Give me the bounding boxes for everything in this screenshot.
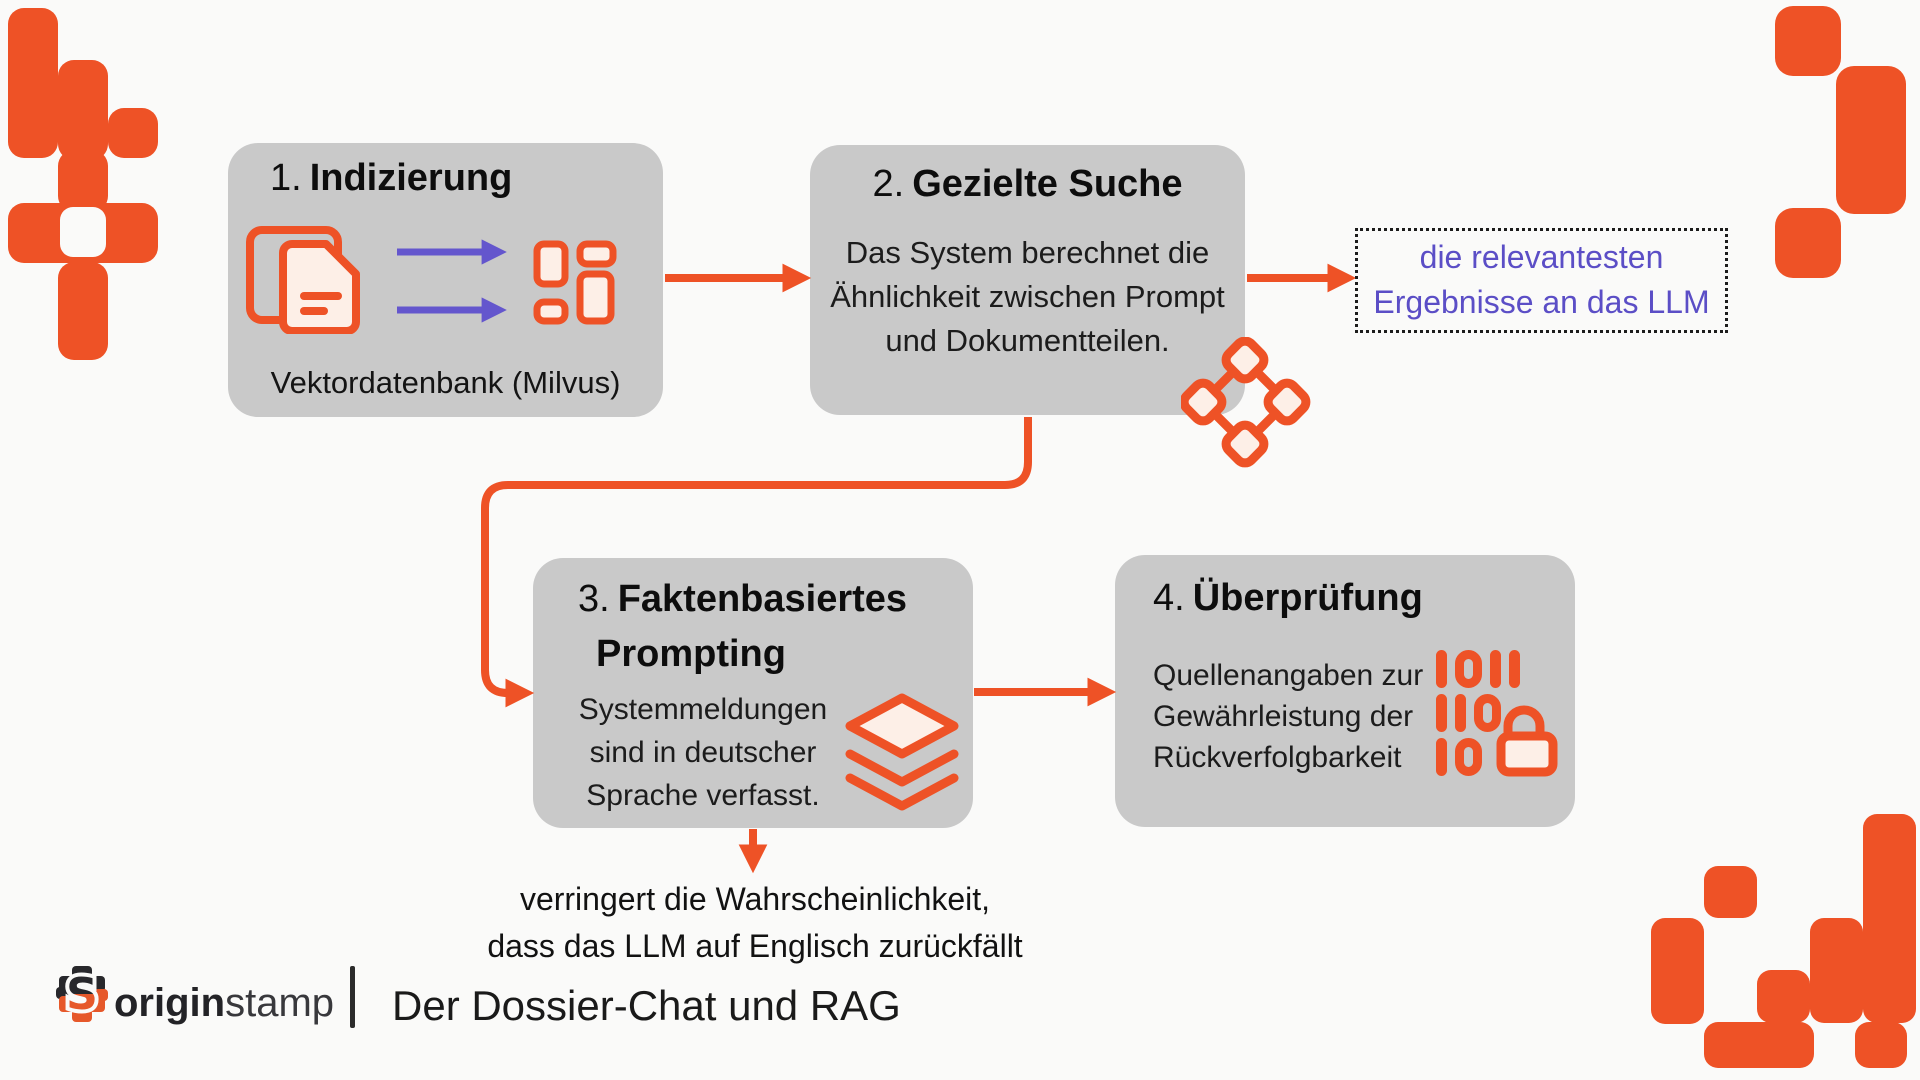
binary-bit-1	[1490, 650, 1501, 688]
originstamp-wordmark: originstamp	[114, 981, 334, 1026]
note-text: verringert die Wahrscheinlichkeit, dass …	[440, 876, 1070, 970]
pixel-decoration-bottom-right-icon	[1651, 814, 1916, 1068]
binary-bit-1	[1436, 650, 1447, 688]
binary-bit-1	[1455, 694, 1466, 732]
step-2-card: 2.Gezielte Suche Das System berechnet di…	[810, 145, 1245, 415]
binary-bit-0	[1474, 694, 1501, 732]
note-line2: dass das LLM auf Englisch zurückfällt	[487, 928, 1023, 964]
step-3-title: 3.Faktenbasiertes	[578, 578, 908, 620]
pixel-decoration-top-right-icon	[1775, 6, 1906, 278]
brand-stamp: stamp	[225, 981, 335, 1025]
step-1-number: 1.	[270, 157, 302, 199]
svg-text:S: S	[66, 969, 98, 1020]
brand-origin: origin	[114, 981, 226, 1025]
layers-stack-icon	[845, 693, 959, 811]
binary-row-3	[1436, 738, 1482, 776]
footer-divider	[350, 966, 355, 1028]
step-2-body: Das System berechnet die Ähnlichkeit zwi…	[830, 235, 1225, 358]
binary-bit-1	[1436, 694, 1447, 732]
step-3-number: 3.	[578, 578, 610, 620]
llm-output-box: die relevantesten Ergebnisse an das LLM	[1355, 228, 1728, 333]
vector-network-icon	[1181, 337, 1311, 468]
lock-icon	[1496, 705, 1558, 777]
svg-text:S: S	[66, 969, 98, 1020]
note-line1: verringert die Wahrscheinlichkeit,	[519, 881, 991, 917]
chunks-blocks-icon	[533, 240, 617, 325]
step-1-title: 1.Indizierung	[270, 157, 513, 199]
step-2-title: 2.Gezielte Suche	[872, 163, 1183, 205]
step-2-number: 2.	[872, 163, 905, 205]
svg-text:S: S	[66, 969, 98, 1020]
step-4-body: Quellenangaben zur Gewährleistung der Rü…	[1153, 659, 1424, 774]
llm-output-line1: die relevantesten	[1419, 239, 1664, 275]
binary-bit-0	[1455, 738, 1482, 776]
pixel-decoration-top-left-icon	[8, 8, 158, 360]
step-4-card: 4.Überprüfung Quellenangaben zur Gewährl…	[1115, 555, 1575, 827]
step-1-caption: Vektordatenbank (Milvus)	[270, 365, 621, 400]
page-title: Der Dossier-Chat und RAG	[392, 982, 901, 1029]
step-4-number: 4.	[1153, 577, 1185, 619]
step-3-body: Systemmeldungen sind in deutscher Sprach…	[578, 693, 828, 812]
documents-icon	[246, 226, 360, 334]
binary-row-2	[1436, 694, 1501, 732]
binary-bit-1	[1436, 738, 1447, 776]
llm-output-line2: Ergebnisse an das LLM	[1373, 284, 1710, 320]
step-4-title: 4.Überprüfung	[1153, 577, 1423, 619]
step-3-title-line2: Prompting	[596, 633, 786, 675]
binary-bit-0	[1455, 650, 1482, 688]
originstamp-logo-icon: S S S	[56, 966, 108, 1022]
binary-row-1	[1436, 650, 1520, 688]
binary-bit-1	[1509, 650, 1520, 688]
